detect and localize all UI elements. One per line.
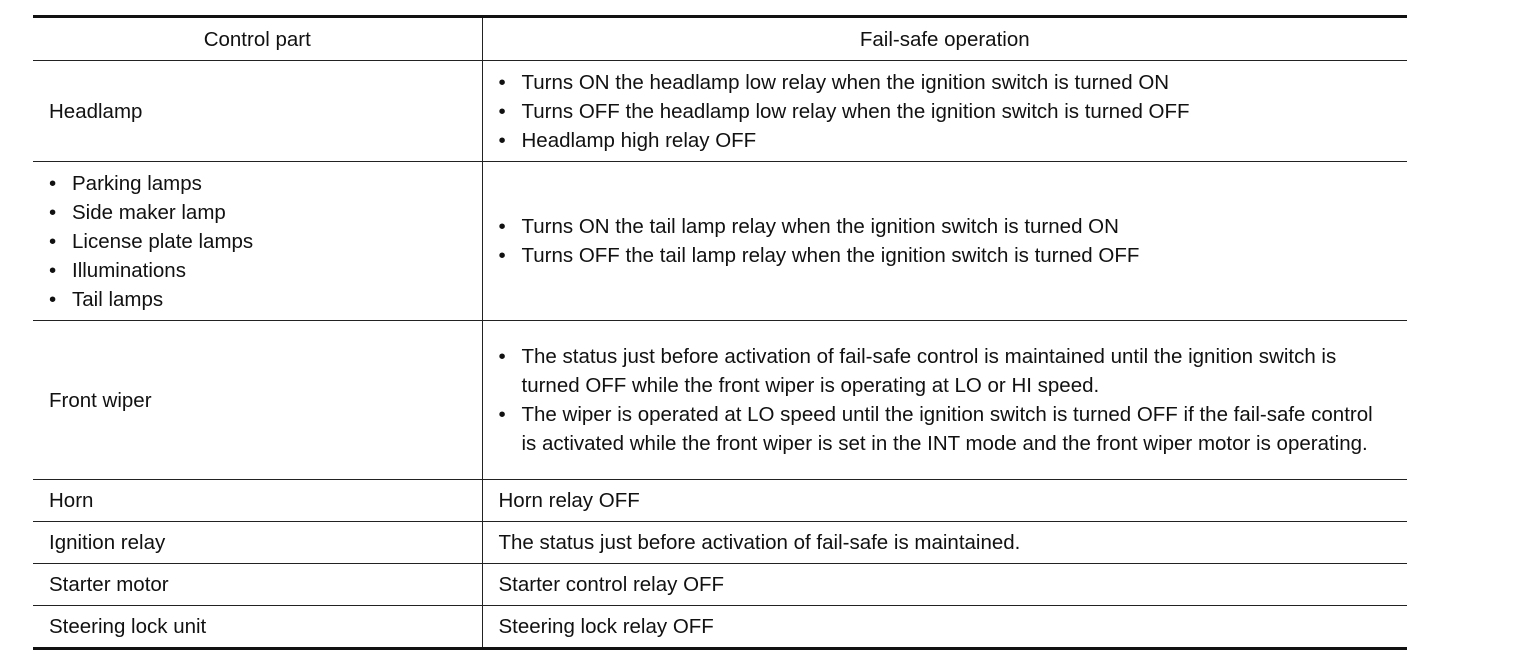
- list-item: •Headlamp high relay OFF: [499, 126, 1392, 155]
- control-part-text: Steering lock unit: [49, 615, 207, 638]
- list-item: •Turns ON the tail lamp relay when the i…: [499, 212, 1392, 241]
- operation-cell: •The status just before activation of fa…: [482, 320, 1407, 480]
- operation-cell: Horn relay OFF: [482, 479, 1407, 522]
- control-part-cell: Starter motor: [33, 563, 483, 606]
- operation-text: Starter control relay OFF: [498, 573, 725, 596]
- bullet-icon: •: [498, 70, 506, 94]
- list-item: •Illuminations: [49, 256, 466, 285]
- bullet-icon: •: [49, 229, 57, 253]
- control-part-cell: •Parking lamps •Side maker lamp •License…: [33, 161, 483, 321]
- bullet-icon: •: [49, 171, 57, 195]
- control-part-text: Ignition relay: [49, 531, 166, 554]
- bullet-icon: •: [498, 215, 506, 238]
- header-fail-safe-operation: Fail-safe operation: [482, 15, 1407, 61]
- bullet-icon: •: [498, 244, 506, 267]
- control-part-text: Headlamp: [49, 99, 143, 123]
- bullet-icon: •: [498, 128, 506, 152]
- operation-cell: Steering lock relay OFF: [482, 605, 1407, 650]
- bullet-icon: •: [49, 287, 57, 311]
- table-row: Ignition relay The status just before ac…: [33, 521, 1407, 564]
- operation-cell: Starter control relay OFF: [482, 563, 1407, 606]
- control-part-list: •Parking lamps •Side maker lamp •License…: [49, 169, 466, 314]
- list-item: •The status just before activation of fa…: [499, 342, 1392, 400]
- list-item: •Turns OFF the tail lamp relay when the …: [499, 241, 1392, 270]
- bullet-icon: •: [49, 200, 57, 224]
- operation-text: Steering lock relay OFF: [498, 615, 714, 638]
- table-row: Front wiper •The status just before acti…: [33, 320, 1407, 480]
- list-item: •License plate lamps: [49, 227, 466, 256]
- bullet-icon: •: [498, 403, 506, 426]
- list-item: •Parking lamps: [49, 169, 466, 198]
- operation-text: The status just before activation of fai…: [498, 531, 1021, 554]
- control-part-cell: Front wiper: [33, 320, 483, 480]
- table-header-row: Control part Fail-safe operation: [33, 15, 1407, 61]
- header-control-part: Control part: [33, 15, 483, 61]
- operation-list: •The status just before activation of fa…: [499, 342, 1392, 458]
- bullet-icon: •: [498, 99, 506, 123]
- control-part-text: Starter motor: [49, 573, 169, 596]
- control-part-cell: Horn: [33, 479, 483, 522]
- operation-cell: •Turns ON the headlamp low relay when th…: [482, 60, 1407, 162]
- operation-list: •Turns ON the tail lamp relay when the i…: [499, 212, 1392, 270]
- operation-list: •Turns ON the headlamp low relay when th…: [499, 68, 1392, 155]
- list-item: •Turns ON the headlamp low relay when th…: [499, 68, 1392, 97]
- table-row: Horn Horn relay OFF: [33, 479, 1407, 522]
- bullet-icon: •: [498, 345, 506, 368]
- operation-cell: The status just before activation of fai…: [482, 521, 1407, 564]
- list-item: •Turns OFF the headlamp low relay when t…: [499, 97, 1392, 126]
- control-part-text: Front wiper: [49, 388, 152, 412]
- list-item: •The wiper is operated at LO speed until…: [499, 400, 1392, 458]
- bullet-icon: •: [49, 258, 57, 282]
- control-part-cell: Steering lock unit: [33, 605, 483, 650]
- table-row: •Parking lamps •Side maker lamp •License…: [33, 161, 1407, 321]
- list-item: •Side maker lamp: [49, 198, 466, 227]
- fail-safe-table: Control part Fail-safe operation Headlam…: [33, 15, 1407, 650]
- operation-cell: •Turns ON the tail lamp relay when the i…: [482, 161, 1407, 321]
- table-row: Headlamp •Turns ON the headlamp low rela…: [33, 60, 1407, 162]
- table-row: Starter motor Starter control relay OFF: [33, 563, 1407, 606]
- operation-text: Horn relay OFF: [498, 489, 640, 512]
- table-row: Steering lock unit Steering lock relay O…: [33, 605, 1407, 650]
- control-part-cell: Ignition relay: [33, 521, 483, 564]
- control-part-text: Horn: [49, 489, 94, 512]
- list-item: •Tail lamps: [49, 285, 466, 314]
- control-part-cell: Headlamp: [33, 60, 483, 162]
